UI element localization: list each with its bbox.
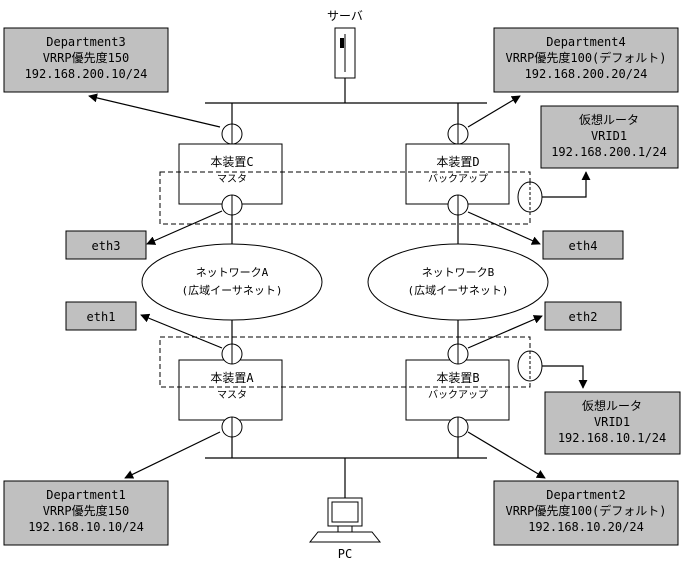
virtual-router-lower-box: 仮想ルータ VRID1 192.168.10.1/24 <box>544 391 681 455</box>
network-a-name: ネットワークA <box>196 266 269 279</box>
device-d-name: 本装置D <box>436 155 479 169</box>
arrow-to-department3 <box>88 93 221 128</box>
device-a-role: マスタ <box>217 389 247 401</box>
server: サーバ <box>327 9 363 79</box>
department1-address: 192.168.10.10/24 <box>28 520 144 534</box>
server-slot <box>340 38 344 48</box>
department3-name: Department3 <box>46 35 125 49</box>
lower-lan-wires <box>205 437 487 498</box>
network-b-type: (広域イーサネット) <box>407 284 508 297</box>
department1-name: Department1 <box>46 488 125 502</box>
device-d: 本装置D バックアップ <box>405 143 510 205</box>
upper-lan-wires <box>205 78 487 124</box>
upper-arrows <box>88 93 591 198</box>
device-b-ports <box>447 343 469 438</box>
device-b-role: バックアップ <box>428 389 488 401</box>
device-c-role: マスタ <box>217 173 247 185</box>
pc: PC <box>308 497 382 561</box>
arrow-to-virtual-router-upper <box>542 171 591 198</box>
arrow-to-virtual-router-lower <box>542 365 588 389</box>
eth4-label: eth4 <box>569 239 598 253</box>
eth3-box: eth3 <box>65 230 147 260</box>
eth1-box: eth1 <box>65 301 137 331</box>
vrrp-group-upper <box>159 171 543 225</box>
virtual-router-upper-vrid: VRID1 <box>591 129 627 143</box>
device-a-name: 本装置A <box>210 371 254 385</box>
device-c-name: 本装置C <box>210 155 253 169</box>
arrow-to-eth1 <box>140 313 223 349</box>
department2-priority: VRRP優先度100(デフォルト) <box>505 503 666 518</box>
department3-box: Department3 VRRP優先度150 192.168.200.10/24 <box>3 27 169 93</box>
device-d-role: バックアップ <box>428 173 488 185</box>
arrow-to-eth2 <box>467 315 543 349</box>
pc-screen <box>331 501 359 523</box>
eth2-label: eth2 <box>569 310 598 324</box>
department4-name: Department4 <box>546 35 625 49</box>
arrow-to-eth3 <box>146 210 223 245</box>
server-label: サーバ <box>327 9 363 23</box>
virtual-router-upper-title: 仮想ルータ <box>579 112 639 127</box>
department2-address: 192.168.10.20/24 <box>528 520 644 534</box>
device-a: 本装置A マスタ <box>178 359 283 421</box>
device-c: 本装置C マスタ <box>178 143 283 205</box>
virtual-router-lower-title: 仮想ルータ <box>582 398 642 413</box>
arrow-to-department1 <box>124 431 221 479</box>
department3-priority: VRRP優先度150 <box>43 50 130 65</box>
department2-box: Department2 VRRP優先度100(デフォルト) 192.168.10… <box>493 480 679 546</box>
arrow-to-department2 <box>467 431 546 479</box>
department1-box: Department1 VRRP優先度150 192.168.10.10/24 <box>3 480 169 546</box>
department3-address: 192.168.200.10/24 <box>25 67 148 81</box>
department4-priority: VRRP優先度100(デフォルト) <box>505 50 666 65</box>
pc-stand <box>337 525 353 533</box>
pc-label: PC <box>338 547 352 561</box>
department1-priority: VRRP優先度150 <box>43 503 130 518</box>
device-c-ports <box>221 123 243 216</box>
virtual-router-lower-vrid: VRID1 <box>594 415 630 429</box>
network-b: ネットワークB (広域イーサネット) <box>367 243 549 321</box>
department2-name: Department2 <box>546 488 625 502</box>
pc-monitor-icon <box>327 497 363 527</box>
pc-keyboard-icon <box>308 531 382 543</box>
network-b-name: ネットワークB <box>422 266 495 279</box>
device-b-name: 本装置B <box>436 371 479 385</box>
eth3-label: eth3 <box>92 239 121 253</box>
eth1-label: eth1 <box>87 310 116 324</box>
virtual-router-upper-address: 192.168.200.1/24 <box>551 145 667 159</box>
department4-address: 192.168.200.20/24 <box>525 67 648 81</box>
arrow-to-eth4 <box>467 211 541 245</box>
department4-box: Department4 VRRP優先度100(デフォルト) 192.168.20… <box>493 27 679 93</box>
network-a-type: (広域イーサネット) <box>181 284 282 297</box>
vrrp-group-lower <box>159 336 543 388</box>
eth4-box: eth4 <box>542 230 624 260</box>
virtual-router-lower-address: 192.168.10.1/24 <box>558 431 666 445</box>
device-b: 本装置B バックアップ <box>405 359 510 421</box>
virtual-router-upper-box: 仮想ルータ VRID1 192.168.200.1/24 <box>540 105 679 169</box>
network-a: ネットワークA (広域イーサネット) <box>141 243 323 321</box>
device-a-ports <box>221 343 243 438</box>
eth2-box: eth2 <box>544 301 622 331</box>
arrow-to-department4 <box>467 95 521 128</box>
